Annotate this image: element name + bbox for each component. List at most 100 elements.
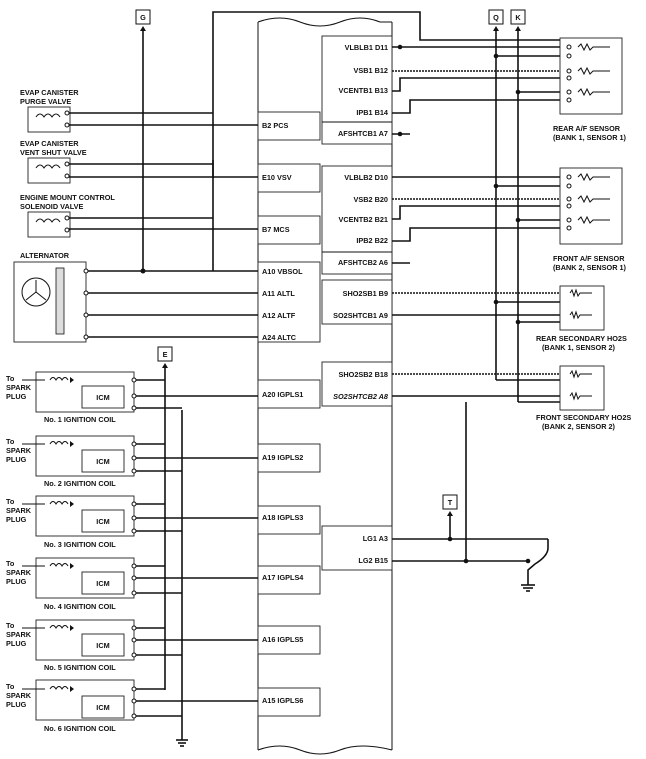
svg-text:ICM: ICM (96, 457, 109, 466)
svg-text:No. 4 IGNITION COIL: No. 4 IGNITION COIL (44, 602, 116, 611)
alternator: ALTERNATOR (13, 251, 258, 343)
pin-vsb1-b12: VSB1 B12 (354, 66, 388, 75)
pin-a19-igpls2: A19 IGPLS2 (262, 453, 303, 462)
svg-text:FRONT A/F SENSOR: FRONT A/F SENSOR (553, 254, 625, 263)
rear-af-sensor: REAR A/F SENSOR (BANK 1, SENSOR 1) (553, 37, 627, 142)
svg-text:SPARK: SPARK (6, 506, 32, 515)
svg-text:No. 3 IGNITION COIL: No. 3 IGNITION COIL (44, 540, 116, 549)
ignition-coil-1: To SPARK PLUG ICM No. 1 IGNITION COIL (6, 371, 258, 424)
svg-text:SPARK: SPARK (6, 691, 32, 700)
svg-text:(BANK 2, SENSOR 2): (BANK 2, SENSOR 2) (542, 422, 616, 431)
svg-text:EVAP CANISTER: EVAP CANISTER (20, 88, 79, 97)
pin-a17-igpls4: A17 IGPLS4 (262, 573, 304, 582)
connector-e: E (157, 346, 183, 736)
svg-text:ICM: ICM (96, 579, 109, 588)
ground-left (176, 736, 188, 747)
svg-text:Q: Q (493, 13, 499, 22)
svg-text:PLUG: PLUG (6, 700, 27, 709)
svg-text:To: To (6, 559, 15, 568)
svg-text:REAR A/F SENSOR: REAR A/F SENSOR (553, 124, 621, 133)
engine-mount-solenoid: ENGINE MOUNT CONTROL SOLENOID VALVE (20, 193, 258, 238)
svg-text:VENT SHUT VALVE: VENT SHUT VALVE (20, 148, 87, 157)
svg-text:REAR SECONDARY HO2S: REAR SECONDARY HO2S (536, 334, 627, 343)
ignition-coil-3: To SPARK PLUG ICM No. 3 IGNITION COIL (6, 495, 258, 549)
svg-text:SPARK: SPARK (6, 383, 32, 392)
svg-text:SPARK: SPARK (6, 568, 32, 577)
pin-lg1-a3: LG1 A3 (363, 534, 388, 543)
svg-text:PLUG: PLUG (6, 515, 27, 524)
pin-afshtcb2-a6: AFSHTCB2 A6 (338, 258, 388, 267)
ground-right (392, 402, 549, 592)
pin-vsb2-b20: VSB2 B20 (354, 195, 388, 204)
pin-ipb1-b14: IPB1 B14 (356, 108, 389, 117)
pin-sho2sb1-b9: SHO2SB1 B9 (343, 289, 388, 298)
ecm-right-pin-boxes (321, 35, 393, 571)
svg-text:(BANK 1, SENSOR 2): (BANK 1, SENSOR 2) (542, 343, 616, 352)
svg-text:PURGE VALVE: PURGE VALVE (20, 97, 71, 106)
pin-a11-altl: A11 ALTL (262, 289, 295, 298)
svg-text:SPARK: SPARK (6, 630, 32, 639)
pin-vcentb2-b21: VCENTB2 B21 (339, 215, 388, 224)
svg-text:ALTERNATOR: ALTERNATOR (20, 251, 70, 260)
pin-so2shtcb1-a9: SO2SHTCB1 A9 (333, 311, 388, 320)
ecm-left-pin-labels: B2 PCS E10 VSV B7 MCS A10 VBSOL A11 ALTL… (262, 121, 304, 705)
svg-text:To: To (6, 621, 15, 630)
svg-text:ICM: ICM (96, 641, 109, 650)
evap-vent-valve: EVAP CANISTER VENT SHUT VALVE (20, 139, 258, 184)
svg-text:To: To (6, 682, 15, 691)
svg-text:EVAP CANISTER: EVAP CANISTER (20, 139, 79, 148)
svg-text:ICM: ICM (96, 703, 109, 712)
svg-text:PLUG: PLUG (6, 639, 27, 648)
wires-front-ho2s (392, 373, 560, 403)
pin-so2shtcb2-a8: SO2SHTCB2 A8 (333, 392, 389, 401)
front-af-sensor: FRONT A/F SENSOR (BANK 2, SENSOR 1) (553, 167, 627, 272)
svg-text:K: K (515, 13, 521, 22)
front-secondary-ho2s: FRONT SECONDARY HO2S (BANK 2, SENSOR 2) (536, 365, 631, 431)
svg-text:ENGINE MOUNT CONTROL: ENGINE MOUNT CONTROL (20, 193, 115, 202)
svg-text:PLUG: PLUG (6, 455, 27, 464)
pin-sho2sb2-b18: SHO2SB2 B18 (339, 370, 388, 379)
svg-text:T: T (448, 498, 453, 507)
pin-a18-igpls3: A18 IGPLS3 (262, 513, 303, 522)
ecm-right-pin-labels: VLBLB1 D11 VSB1 B12 VCENTB1 B13 IPB1 B14… (333, 43, 389, 565)
ignition-coil-6: To SPARK PLUG ICM No. 6 IGNITION COIL (6, 679, 258, 733)
ignition-coil-4: To SPARK PLUG ICM No. 4 IGNITION COIL (6, 557, 258, 611)
rear-secondary-ho2s: REAR SECONDARY HO2S (BANK 1, SENSOR 2) (536, 285, 627, 352)
pin-a12-altf: A12 ALTF (262, 311, 296, 320)
svg-text:PLUG: PLUG (6, 577, 27, 586)
pin-vlblb2-d10: VLBLB2 D10 (344, 173, 388, 182)
svg-text:No. 2 IGNITION COIL: No. 2 IGNITION COIL (44, 479, 116, 488)
pin-afshtcb1-a7: AFSHTCB1 A7 (338, 129, 388, 138)
connector-t: T (442, 494, 458, 542)
svg-text:To: To (6, 497, 15, 506)
ignition-coil-2: To SPARK PLUG ICM No. 2 IGNITION COIL (6, 435, 258, 488)
ecm-left-pin-boxes (257, 111, 321, 717)
pin-ipb2-b22: IPB2 B22 (356, 236, 388, 245)
pin-a24-altc: A24 ALTC (262, 333, 297, 342)
pin-b2-pcs: B2 PCS (262, 121, 288, 130)
pin-e10-vsv: E10 VSV (262, 173, 292, 182)
connector-q: Q (488, 9, 504, 380)
svg-text:No. 5 IGNITION COIL: No. 5 IGNITION COIL (44, 663, 116, 672)
svg-text:To: To (6, 374, 15, 383)
pin-lg2-b15: LG2 B15 (358, 556, 388, 565)
svg-text:ICM: ICM (96, 393, 109, 402)
svg-text:ICM: ICM (96, 517, 109, 526)
svg-text:SOLENOID VALVE: SOLENOID VALVE (20, 202, 84, 211)
pin-a15-igpls6: A15 IGPLS6 (262, 696, 303, 705)
svg-text:No. 1 IGNITION COIL: No. 1 IGNITION COIL (44, 415, 116, 424)
connector-g: G (135, 9, 151, 271)
pin-a20-igpls1: A20 IGPLS1 (262, 390, 303, 399)
pin-vcentb1-b13: VCENTB1 B13 (339, 86, 388, 95)
pin-b7-mcs: B7 MCS (262, 225, 290, 234)
ignition-coil-5: To SPARK PLUG ICM No. 5 IGNITION COIL (6, 619, 258, 672)
wires-rear-af (392, 44, 560, 137)
svg-text:To: To (6, 437, 15, 446)
svg-text:G: G (140, 13, 146, 22)
svg-text:E: E (163, 350, 168, 359)
svg-text:SPARK: SPARK (6, 446, 32, 455)
svg-text:PLUG: PLUG (6, 392, 27, 401)
svg-text:FRONT SECONDARY HO2S: FRONT SECONDARY HO2S (536, 413, 631, 422)
wires-front-af (392, 176, 560, 264)
